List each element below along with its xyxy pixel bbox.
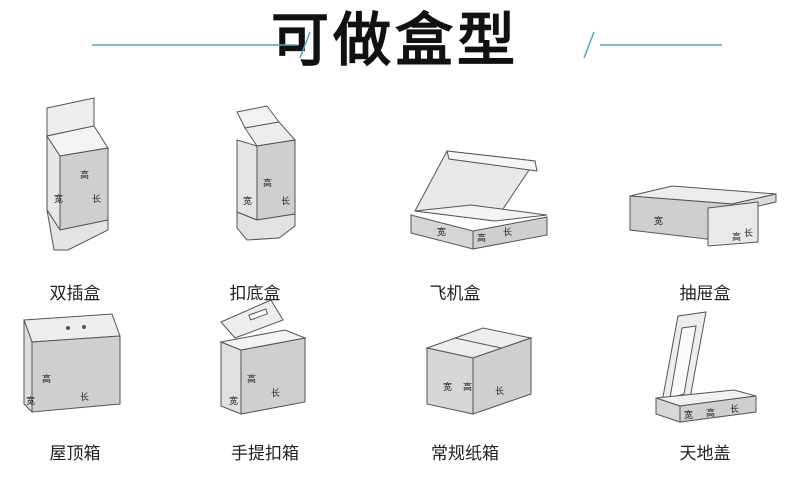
- box-snap-lock-bottom: 宽 高 长: [175, 100, 365, 250]
- length-label: 长: [730, 403, 739, 415]
- height-label: 高: [477, 232, 486, 244]
- drawer-box-illustration: 宽 高 长: [629, 185, 777, 247]
- length-label: 长: [80, 391, 89, 403]
- box-roof-top: 高 宽 长: [0, 312, 170, 424]
- height-label: 高: [247, 373, 256, 385]
- width-label: 宽: [243, 195, 252, 207]
- roof-top-box-illustration: 高 宽 长: [23, 313, 121, 414]
- box-regular-carton: 宽 高 长: [385, 318, 575, 418]
- width-label: 宽: [54, 193, 63, 205]
- box-label-regular-carton: 常规纸箱: [431, 444, 499, 464]
- width-label: 宽: [229, 395, 238, 407]
- length-label: 长: [495, 385, 504, 397]
- width-label: 宽: [26, 395, 35, 407]
- mailer-box-illustration: 宽 高 长: [410, 150, 548, 250]
- box-label-snap-lock-bottom: 扣底盒: [229, 284, 281, 304]
- handle-lock-box-illustration: 高 宽 长: [219, 299, 307, 415]
- height-label: 高: [732, 231, 741, 243]
- regular-carton-illustration: 宽 高 长: [425, 327, 533, 415]
- snap-lock-box-illustration: 宽 高 长: [236, 105, 296, 241]
- height-label: 高: [463, 381, 472, 393]
- height-label: 高: [80, 169, 89, 181]
- box-label-mailer: 飞机盒: [429, 284, 481, 304]
- width-label: 宽: [654, 215, 663, 227]
- box-label-lid-and-base: 天地盖: [679, 444, 731, 464]
- lid-and-base-box-illustration: 宽 高 长: [655, 311, 757, 423]
- width-label: 宽: [684, 409, 693, 421]
- length-label: 长: [271, 387, 280, 399]
- right-divider-line: [583, 31, 722, 59]
- box-double-tuck: 宽 高 长: [0, 90, 170, 255]
- box-label-drawer: 抽屉盒: [679, 284, 731, 304]
- height-label: 高: [263, 177, 272, 189]
- length-label: 长: [744, 227, 753, 239]
- height-label: 高: [42, 373, 51, 385]
- width-label: 宽: [443, 381, 452, 393]
- height-label: 高: [706, 407, 715, 419]
- box-lid-and-base: 宽 高 长: [610, 306, 790, 430]
- left-divider-line: [92, 31, 311, 59]
- length-label: 长: [281, 195, 290, 207]
- double-tuck-box-illustration: 宽 高 长: [46, 97, 109, 251]
- length-label: 长: [503, 226, 512, 238]
- box-mailer: 宽 高 长: [385, 145, 575, 255]
- page-title: 可做盒型: [270, 6, 519, 74]
- box-label-double-tuck: 双插盒: [49, 284, 101, 304]
- box-drawer: 宽 高 长: [608, 180, 790, 260]
- box-handle-lock: 高 宽 长: [175, 296, 365, 426]
- box-label-roof-top: 屋顶箱: [49, 444, 101, 464]
- width-label: 宽: [437, 226, 446, 238]
- box-label-handle-lock: 手提扣箱: [231, 444, 299, 464]
- length-label: 长: [92, 193, 101, 205]
